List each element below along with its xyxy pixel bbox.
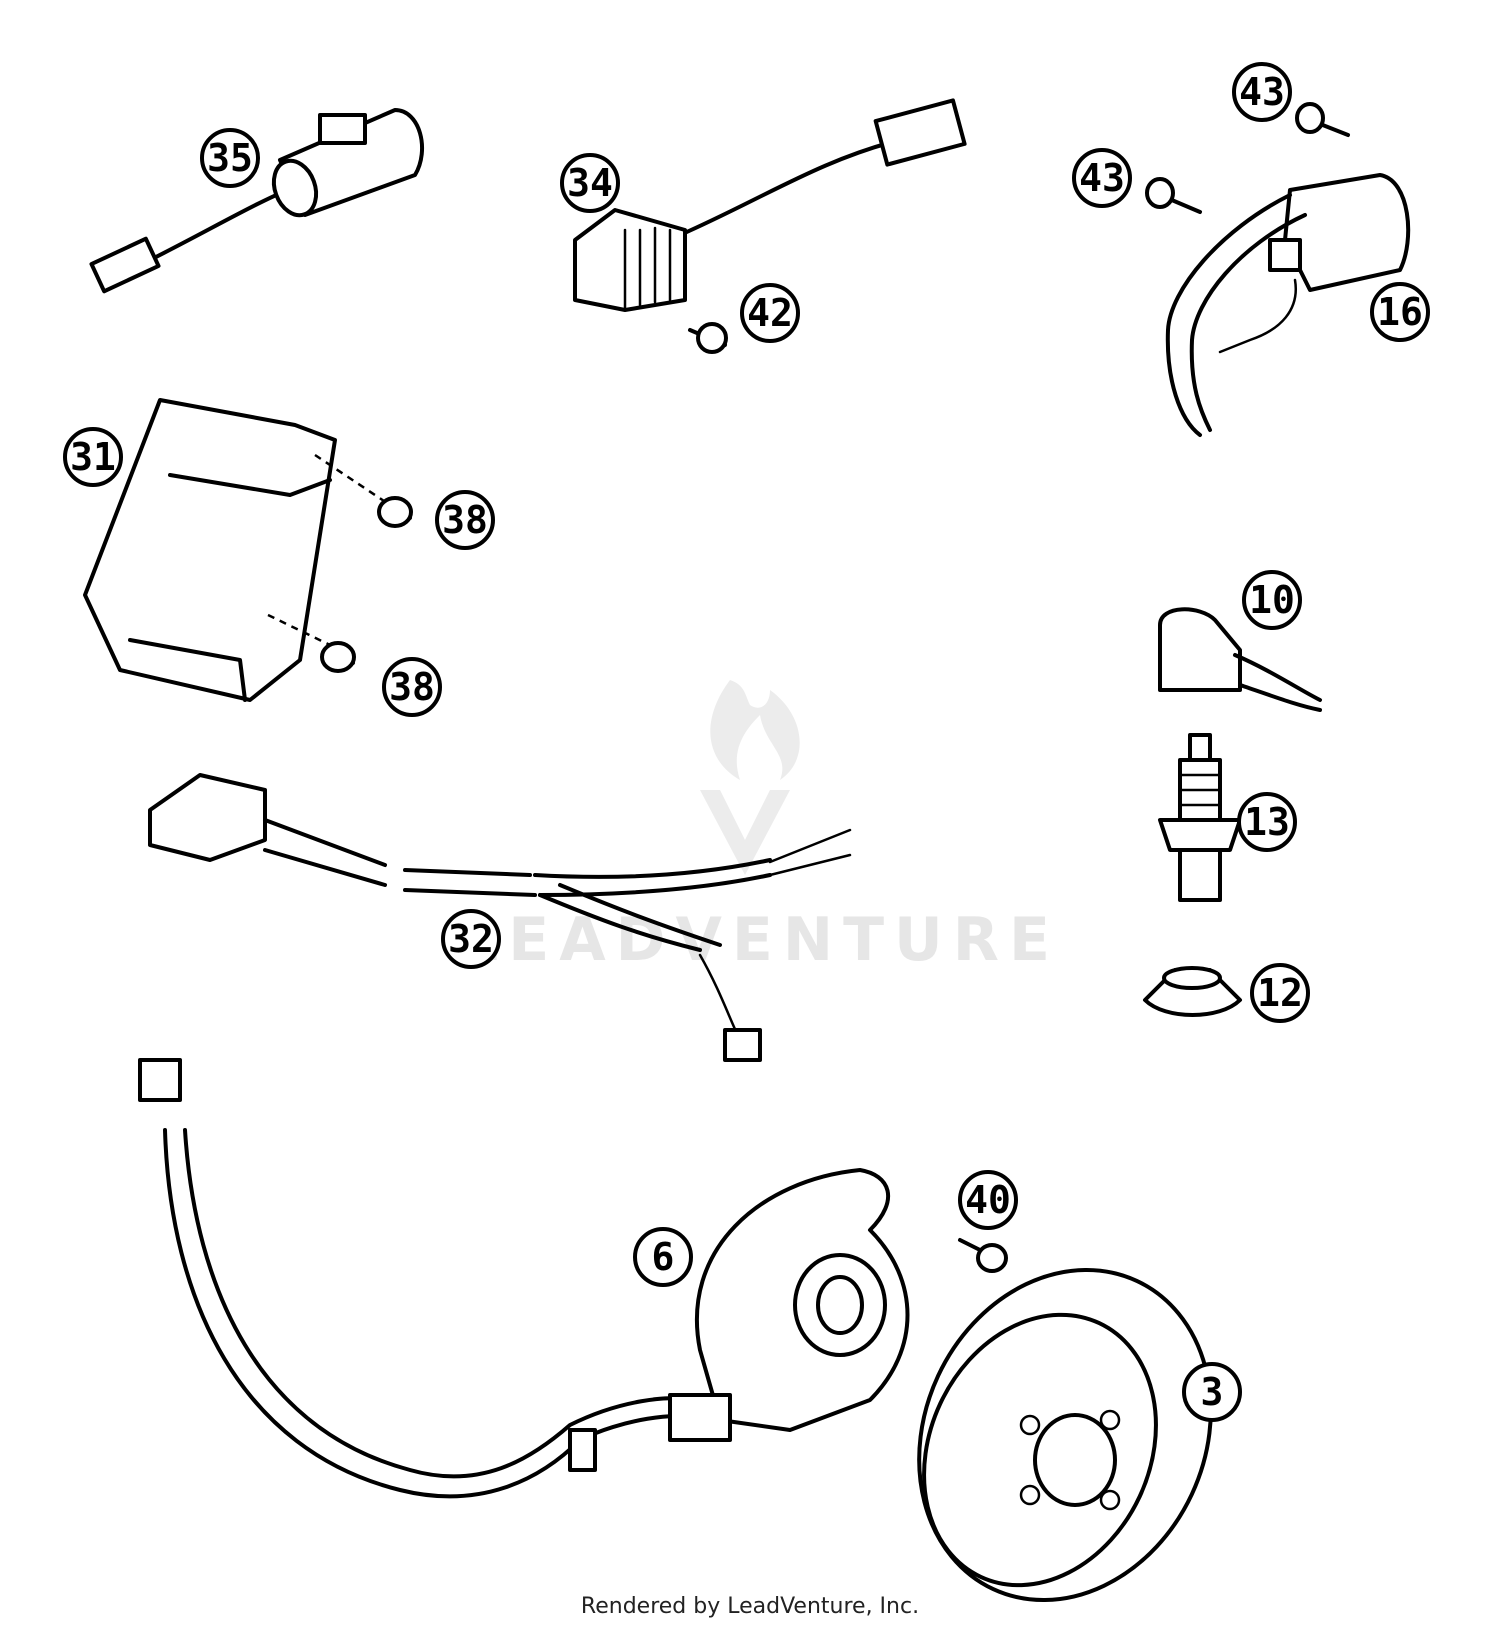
- callout-10: 10: [1242, 570, 1302, 630]
- part-32-wiring-harness: [148, 773, 852, 1062]
- part-38-screw-upper: [377, 496, 413, 528]
- part-42-screw: [688, 322, 728, 354]
- callout-3: 3: [1182, 1362, 1242, 1422]
- callout-32: 32: [441, 909, 501, 969]
- callout-40-number: 40: [965, 1178, 1011, 1222]
- callout-43-top-number: 43: [1239, 70, 1285, 114]
- callout-38-lower: 38: [382, 657, 442, 717]
- callout-16: 16: [1370, 282, 1430, 342]
- callout-42: 42: [740, 283, 800, 343]
- part-43-screw-top: [1295, 102, 1350, 137]
- part-6-stator: [138, 1058, 910, 1499]
- part-38-screw-lower: [320, 641, 356, 673]
- callout-38-lower-number: 38: [389, 665, 435, 709]
- part-43-screw-bottom: [1145, 177, 1202, 214]
- callout-16-number: 16: [1377, 290, 1423, 334]
- callout-32-number: 32: [448, 917, 494, 961]
- callout-35-number: 35: [207, 136, 253, 180]
- callout-6: 6: [633, 1227, 693, 1287]
- callout-35: 35: [200, 128, 260, 188]
- callout-34: 34: [560, 153, 620, 213]
- callout-12-number: 12: [1257, 971, 1303, 1015]
- callout-6-number: 6: [652, 1235, 675, 1279]
- part-31-cdi-unit: [83, 398, 391, 702]
- callout-43-bottom: 43: [1072, 148, 1132, 208]
- callout-38-upper-number: 38: [442, 498, 488, 542]
- callout-3-number: 3: [1201, 1370, 1224, 1414]
- callout-40: 40: [958, 1170, 1018, 1230]
- callout-34-number: 34: [567, 161, 613, 205]
- part-34-regulator: [573, 98, 967, 312]
- render-credit: Rendered by LeadVenture, Inc.: [580, 1594, 920, 1619]
- watermark-text: LEADVENTURE: [460, 905, 1060, 975]
- callout-31-number: 31: [70, 435, 116, 479]
- callout-43-bottom-number: 43: [1079, 156, 1125, 200]
- leadventure-watermark: LEADVENTURE: [460, 680, 1060, 975]
- callout-31: 31: [63, 427, 123, 487]
- callout-13-number: 13: [1244, 800, 1290, 844]
- callout-38-upper: 38: [435, 490, 495, 550]
- part-16-ignition-coil: [1165, 173, 1411, 437]
- part-12-washer: [1143, 966, 1242, 1017]
- callout-13: 13: [1237, 792, 1297, 852]
- part-10-spark-plug-cap: [1158, 607, 1322, 712]
- callout-10-number: 10: [1249, 578, 1295, 622]
- callout-43-top: 43: [1232, 62, 1292, 122]
- part-3-flywheel: [917, 1267, 1213, 1603]
- callout-12: 12: [1250, 963, 1310, 1023]
- part-40-screw: [958, 1238, 1008, 1273]
- callout-42-number: 42: [747, 291, 793, 335]
- part-13-spark-plug: [1158, 733, 1242, 902]
- part-35-condenser: [89, 108, 425, 294]
